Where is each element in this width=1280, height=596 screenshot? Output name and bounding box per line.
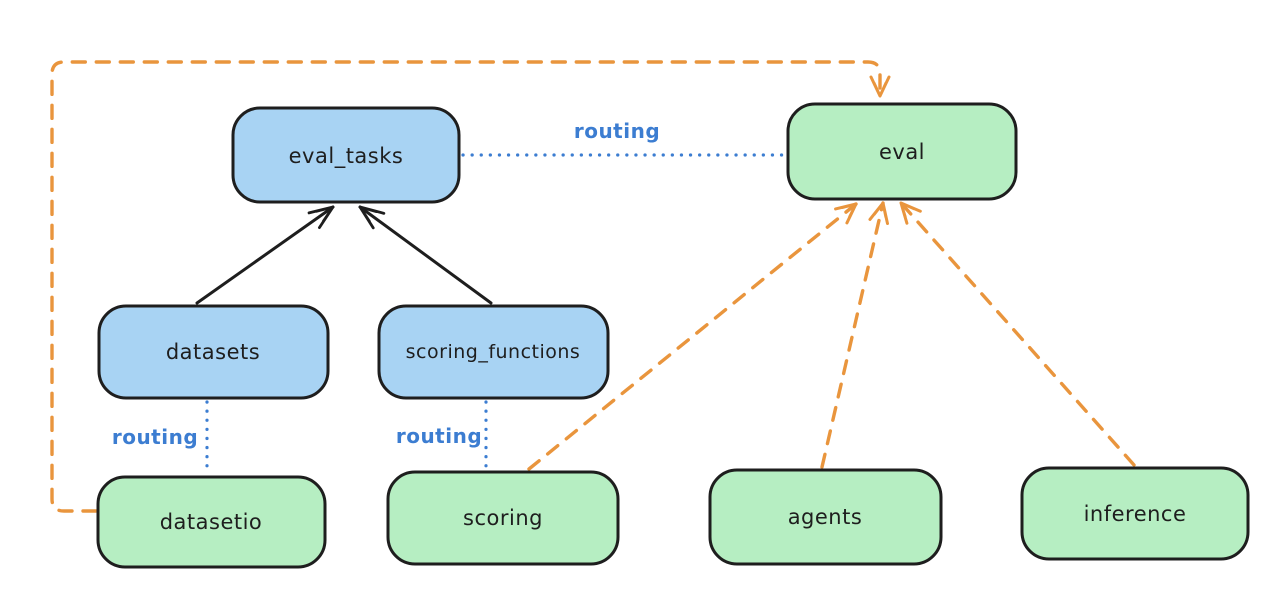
node-scoring-functions-box (377, 304, 610, 400)
node-datasetio-label: datasetio (160, 510, 263, 534)
node-eval-tasks: eval_tasks (231, 106, 461, 204)
edge-datasets-to-eval-tasks (195, 205, 335, 305)
node-datasetio: datasetio (96, 475, 327, 569)
edge-labels: routing routing routing (112, 119, 660, 449)
routing-label-scoring-functions-scoring: routing (396, 424, 482, 448)
node-scoring-functions-label: scoring_functions (406, 341, 581, 363)
node-scoring-box (386, 470, 620, 566)
node-scoring-functions: scoring_functions (377, 304, 610, 400)
node-eval: eval (786, 102, 1018, 201)
node-eval-label: eval (879, 140, 925, 164)
node-scoring: scoring (386, 470, 620, 566)
node-agents-label: agents (788, 505, 863, 529)
node-datasets-label: datasets (166, 340, 260, 364)
node-eval-box (786, 102, 1018, 201)
node-agents-box (708, 468, 943, 566)
routing-label-eval-tasks-eval: routing (574, 119, 660, 143)
edge-scoring-functions-to-eval-tasks (358, 205, 493, 305)
node-scoring-label: scoring (463, 506, 543, 530)
edge-datasetio-to-eval (50, 60, 891, 513)
node-eval-tasks-box (231, 106, 461, 204)
node-inference: inference (1020, 466, 1250, 561)
node-layer: eval_tasks eval datasets scoring_functio… (96, 102, 1250, 569)
node-datasetio-box (96, 475, 327, 569)
node-agents: agents (708, 468, 943, 566)
node-datasets-box (97, 304, 330, 400)
node-datasets: datasets (97, 304, 330, 400)
edge-agents-to-eval (820, 201, 889, 469)
edge-inference-to-eval (899, 201, 1136, 467)
node-inference-box (1020, 466, 1250, 561)
node-inference-label: inference (1084, 502, 1187, 526)
edge-layer (50, 60, 1136, 513)
routing-label-datasets-datasetio: routing (112, 425, 198, 449)
node-eval-tasks-label: eval_tasks (289, 144, 404, 169)
